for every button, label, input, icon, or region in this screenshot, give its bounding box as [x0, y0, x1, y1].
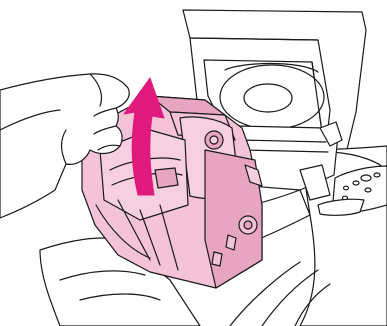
printer-diagram — [0, 0, 387, 326]
illustration — [0, 0, 387, 326]
